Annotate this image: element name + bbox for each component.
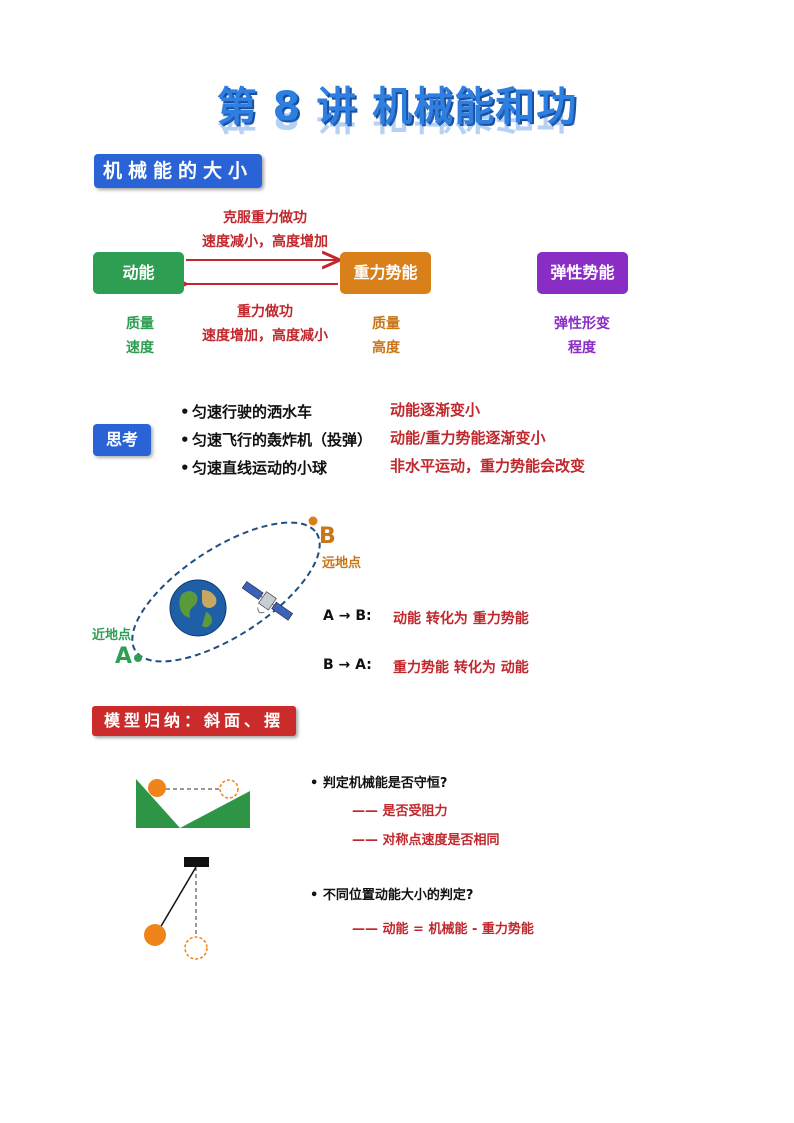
answer-resistance: —— 是否受阻力 (352, 804, 448, 819)
incline-valley-diagram (136, 779, 250, 828)
apogee-label: 远地点 (322, 556, 362, 571)
pendulum-diagram (144, 857, 209, 960)
section-heading-models: 模型归纳：斜面、摆 (92, 706, 296, 736)
point-a-dot (134, 654, 142, 662)
question-conservation: • 判定机械能是否守恒? (310, 776, 448, 791)
point-b-dot (308, 516, 318, 526)
point-b-label: B (319, 524, 336, 549)
think-answer: 动能逐渐变小 (390, 401, 481, 419)
arrow-bottom-label: 重力做功 速度增加，高度减小 (202, 304, 328, 344)
think-question: •匀速飞行的轰炸机（投弹） (180, 431, 373, 449)
think-answers: 动能逐渐变小 动能/重力势能逐渐变小 非水平运动，重力势能会改变 (390, 396, 690, 480)
think-answer: 动能/重力势能逐渐变小 (390, 429, 546, 447)
orbit-ellipse (131, 521, 321, 663)
ab-text: 动能 转化为 重力势能 (393, 611, 529, 627)
satellite-icon (241, 581, 294, 621)
perigee-label: 近地点 (92, 628, 132, 643)
think-questions: •匀速行驶的洒水车 •匀速飞行的轰炸机（投弹） •匀速直线运动的小球 (180, 398, 390, 482)
elastic-potential-box: 弹性势能 (537, 252, 628, 294)
ab-label: A → B: (323, 608, 372, 624)
think-label: 思考 (93, 424, 151, 456)
ba-label: B → A: (323, 657, 372, 673)
elastic-factors: 弹性形变 程度 (554, 316, 610, 356)
kinetic-factors: 质量 速度 (126, 316, 154, 356)
think-answer: 非水平运动，重力势能会改变 (390, 457, 586, 475)
question-kinetic-judgement: • 不同位置动能大小的判定? (310, 888, 474, 903)
answer-symmetric-speed: —— 对称点速度是否相同 (352, 833, 500, 848)
section-heading-mechanical-energy: 机械能的大小 (94, 154, 262, 188)
ba-text: 重力势能 转化为 动能 (393, 660, 529, 676)
earth-icon (169, 579, 227, 637)
answer-kinetic-formula: —— 动能 = 机械能 - 重力势能 (352, 922, 534, 937)
kinetic-energy-box: 动能 (93, 252, 184, 294)
think-question: •匀速行驶的洒水车 (180, 403, 313, 421)
arrow-top-label: 克服重力做功 速度减小，高度增加 (202, 210, 328, 250)
page-title: 第 8 讲 机械能和功 (216, 84, 578, 130)
gravity-factors: 质量 高度 (372, 316, 400, 356)
think-question: •匀速直线运动的小球 (180, 459, 328, 477)
point-a-label: A (115, 644, 133, 669)
gravity-potential-box: 重力势能 (340, 252, 431, 294)
